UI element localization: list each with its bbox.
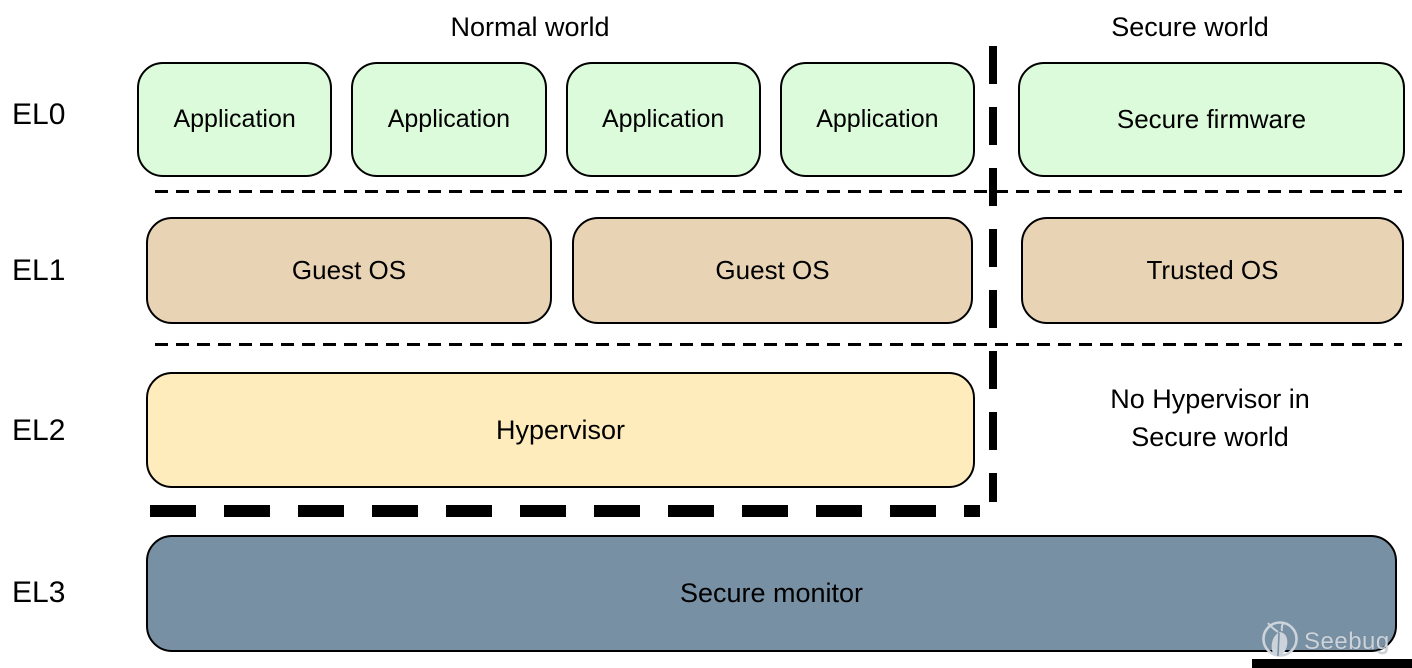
el3-label: EL3: [12, 576, 66, 609]
no-hypervisor-note: No Hypervisor in Secure world: [1020, 380, 1400, 456]
secure-monitor-box: Secure monitor: [146, 535, 1397, 652]
secure-firmware-box: Secure firmware: [1018, 62, 1405, 177]
el1-el2-divider: [155, 343, 1402, 346]
el1-label: EL1: [12, 254, 66, 287]
trusted-os-box: Trusted OS: [1021, 217, 1404, 324]
application-box: Application: [137, 62, 333, 177]
seebug-watermark-label: Seebug: [1304, 628, 1390, 655]
bottom-black-bar: [1252, 659, 1412, 668]
el0-el1-divider: [155, 190, 1402, 193]
hypervisor-box: Hypervisor: [146, 372, 975, 488]
no-hypervisor-note-line2: Secure world: [1131, 422, 1289, 452]
application-box: Application: [779, 62, 975, 177]
seebug-bug-icon: [1262, 621, 1298, 657]
guest-os-box: Guest OS: [146, 217, 552, 324]
world-divider-line: [989, 46, 997, 502]
no-hypervisor-note-line1: No Hypervisor in: [1110, 384, 1310, 414]
application-box: Application: [565, 62, 761, 177]
el2-label: EL2: [12, 414, 66, 447]
el0-application-row: Application Application Application Appl…: [137, 62, 975, 177]
el0-label: EL0: [12, 98, 66, 131]
application-box: Application: [351, 62, 547, 177]
normal-world-title: Normal world: [450, 12, 610, 42]
seebug-watermark: Seebug: [1258, 620, 1408, 664]
guest-os-box: Guest OS: [572, 217, 973, 324]
el2-el3-thick-divider: [150, 505, 980, 517]
secure-world-title: Secure world: [1111, 12, 1269, 42]
